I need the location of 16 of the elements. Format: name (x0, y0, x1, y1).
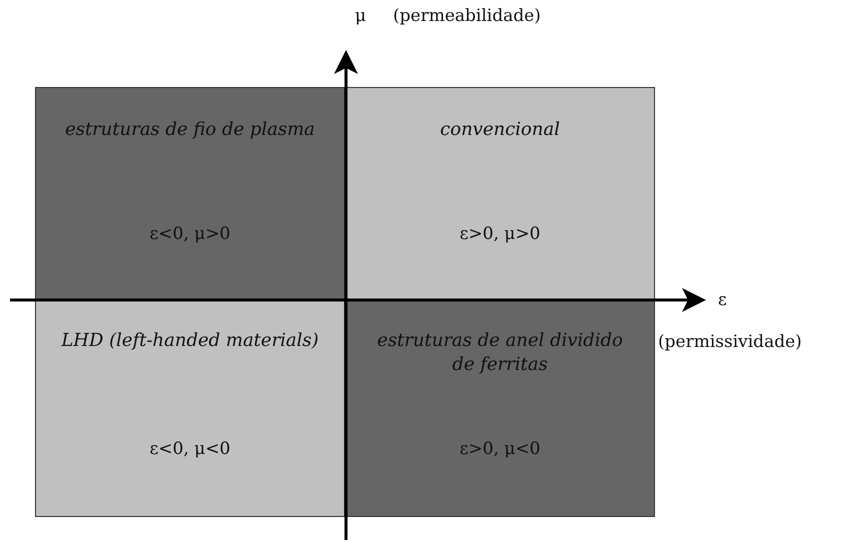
quadrant-panel (35, 87, 345, 300)
quadrant-condition: ε>0, μ>0 (460, 224, 540, 244)
quadrant-panel (345, 300, 655, 517)
quadrant-condition: ε>0, μ<0 (460, 439, 540, 459)
quadrant-title: estruturas de fio de plasma (65, 118, 315, 142)
axis-label: ε (718, 290, 727, 310)
axis-label: μ (355, 6, 366, 26)
quadrant-condition: ε<0, μ<0 (150, 439, 230, 459)
quadrant-panel (35, 300, 345, 517)
quadrant-condition: ε<0, μ>0 (150, 224, 230, 244)
axis-label: (permissividade) (658, 332, 802, 352)
quadrant-panel (345, 87, 655, 300)
quadrant-title: estruturas de anel dividido de ferritas (376, 329, 624, 377)
quadrant-title: LHD (left-handed materials) (61, 329, 319, 353)
axis-label: (permeabilidade) (393, 6, 541, 26)
quadrant-title: convencional (440, 118, 560, 142)
